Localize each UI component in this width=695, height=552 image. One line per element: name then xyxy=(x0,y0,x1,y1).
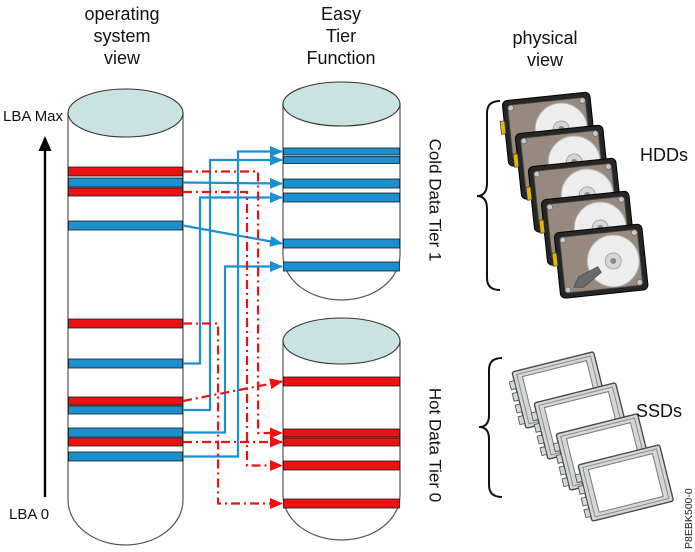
hot-stripe xyxy=(283,460,400,471)
cold-migration-arrow xyxy=(183,154,283,412)
ssd-icon xyxy=(574,444,674,522)
os-view-title-line1: operating xyxy=(84,4,159,24)
cold-migration-arrow xyxy=(182,224,283,247)
easy-tier-title-line1: Easy xyxy=(321,4,361,24)
hot-migration-arrow xyxy=(183,170,283,439)
os-stripe-cold xyxy=(68,427,183,438)
hot-cylinder-top xyxy=(282,317,401,365)
os-stripe-hot xyxy=(68,318,183,329)
cold-migration-arrow xyxy=(183,261,283,434)
hot-stripe xyxy=(283,498,400,509)
cold-stripe xyxy=(283,156,400,164)
os-view-title-line2: system xyxy=(93,26,150,46)
cold-migration-arrow xyxy=(182,177,283,189)
os-stripe-hot xyxy=(68,187,183,197)
cold-stripe xyxy=(283,192,400,203)
easy-tier-title-line3: Function xyxy=(306,48,375,68)
hot-migration-arrow xyxy=(183,190,283,471)
cold-tier-label: Cold Data Tier 1 xyxy=(426,139,445,262)
hot-migration-arrow xyxy=(182,378,283,403)
hot-tier-label: Hot Data Tier 0 xyxy=(426,388,445,502)
cold-stripe xyxy=(283,178,400,189)
cold-stripe xyxy=(283,147,400,156)
os-view-title-line3: view xyxy=(104,48,141,68)
cold-stripe xyxy=(283,261,400,272)
os-stripe-cold xyxy=(68,405,183,415)
hot-stripe xyxy=(283,437,400,447)
cold-tier-cylinder xyxy=(282,81,401,301)
cold-cylinder-top xyxy=(282,81,401,127)
cold-migration-arrow xyxy=(183,146,283,458)
hdd-stack xyxy=(499,91,649,299)
ssd-brace xyxy=(478,357,503,498)
os-stripe-hot xyxy=(68,396,183,406)
hot-tier-cylinder xyxy=(282,317,401,541)
ssd-stack xyxy=(508,351,674,522)
os-stripe-cold xyxy=(68,451,183,462)
os-stripe-cold xyxy=(68,220,183,231)
os-stripe-hot xyxy=(68,166,183,177)
os-cylinder-top xyxy=(67,88,184,138)
os-view-cylinder xyxy=(67,88,184,546)
lba-0-label: LBA 0 xyxy=(9,506,49,523)
ssd-label: SSDs xyxy=(636,401,682,421)
lba-max-label: LBA Max xyxy=(3,108,64,125)
hdd-label: HDDs xyxy=(640,145,688,165)
os-stripe-cold xyxy=(68,177,183,188)
physical-view-title-line1: physical xyxy=(512,28,577,48)
hot-stripe xyxy=(283,428,400,438)
os-stripe-cold xyxy=(68,358,183,369)
figure-id-label: P8EBK500-0 xyxy=(683,488,695,549)
hdd-icon xyxy=(551,223,649,299)
physical-view-title-line2: view xyxy=(527,50,564,70)
easy-tier-title-line2: Tier xyxy=(326,26,356,46)
os-stripe-hot xyxy=(68,437,183,447)
hot-migration-arrow xyxy=(183,322,283,509)
hot-stripe xyxy=(283,376,400,387)
cold-stripe xyxy=(283,238,400,249)
hdd-brace xyxy=(476,100,501,291)
cold-migration-arrow xyxy=(183,192,283,365)
